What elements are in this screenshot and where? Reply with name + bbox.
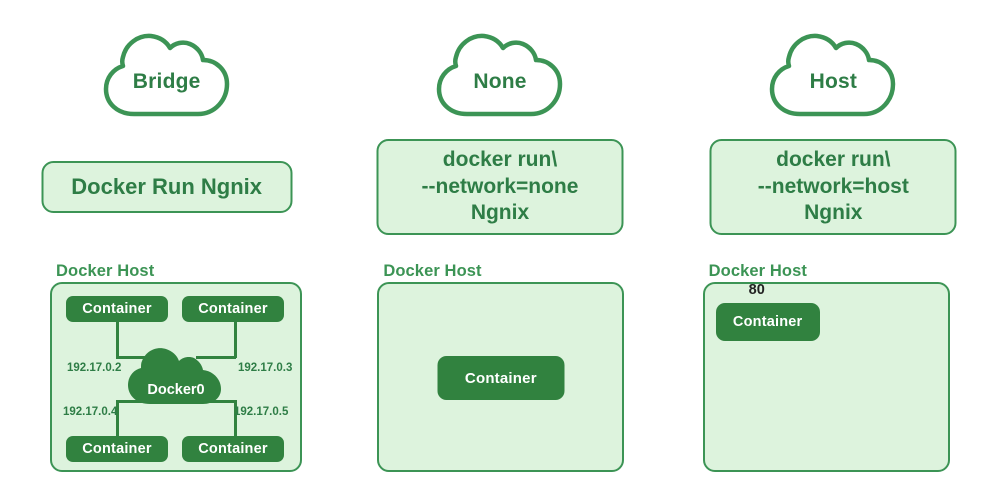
docker0-label: Docker0 [147,382,205,398]
docker0-bridge-node: Docker0 [124,344,228,406]
bridge-host-title: Docker Host [56,262,155,280]
ip-label-bottom-right: 192.17.0.5 [234,406,289,418]
wire-bl-vertical [116,400,119,438]
wire-tl-vertical [116,322,119,358]
ip-label-bottom-left: 192.17.0.4 [63,406,118,418]
none-command-line-3: Ngnix [470,201,530,225]
none-host-box: Container [377,282,625,472]
container-top-right-label: Container [198,301,268,317]
container-top-left-label: Container [82,301,152,317]
column-none: None docker run\ --network=none Ngnix Do… [333,0,666,500]
wire-tr-horizontal [196,356,236,359]
container-top-right[interactable]: Container [182,296,284,322]
cloud-outline-icon [436,33,563,117]
bridge-command-box[interactable]: Docker Run Ngnix [41,161,293,213]
bridge-cloud-label: Bridge [132,69,201,93]
column-bridge: Bridge Docker Run Ngnix Docker Host Dock… [0,0,333,500]
host-command-line-1: docker run\ [776,147,891,171]
wire-br-vertical [234,400,237,438]
container-bottom-left[interactable]: Container [66,436,168,462]
wire-tl-horizontal [116,356,156,359]
none-host-title: Docker Host [383,262,482,280]
container-center[interactable]: Container [437,356,565,400]
none-command-box[interactable]: docker run\ --network=none Ngnix [376,139,624,235]
none-cloud: None [333,22,666,117]
ip-label-top-left: 192.17.0.2 [67,362,122,374]
ip-label-top-right: 192.17.0.3 [238,362,293,374]
host-cloud: Host [667,22,1000,117]
host-host-box: 80 Container [702,282,950,472]
cloud-outline-icon [103,33,229,117]
column-host: Host docker run\ --network=host Ngnix Do… [667,0,1000,500]
docker0-cloud-icon [128,348,221,404]
host-cloud-label: Host [809,69,858,93]
host-command-line-2: --network=host [757,174,909,198]
none-command-line-2: --network=none [421,174,579,198]
wire-br-horizontal [196,400,236,403]
none-command-line-1: docker run\ [442,147,558,171]
container-host-mode-label: Container [732,314,803,330]
host-command-line-3: Ngnix [804,201,863,225]
cloud-outline-icon [770,33,896,117]
container-host-mode[interactable]: Container [715,303,820,341]
host-command-box[interactable]: docker run\ --network=host Ngnix [709,139,957,235]
bridge-command-line-1: Docker Run Ngnix [71,174,262,199]
bridge-cloud: Bridge [0,22,333,117]
container-bottom-right[interactable]: Container [182,436,284,462]
port-label-80: 80 [748,282,765,298]
container-bottom-left-label: Container [82,441,152,457]
wire-bl-horizontal [116,400,156,403]
container-center-label: Container [464,369,537,387]
host-host-title: Docker Host [708,262,807,280]
none-cloud-label: None [473,69,527,93]
container-top-left[interactable]: Container [66,296,168,322]
bridge-host-box: Docker0 Container Container Container Co… [50,282,302,472]
container-bottom-right-label: Container [198,441,268,457]
wire-tr-vertical [234,322,237,358]
